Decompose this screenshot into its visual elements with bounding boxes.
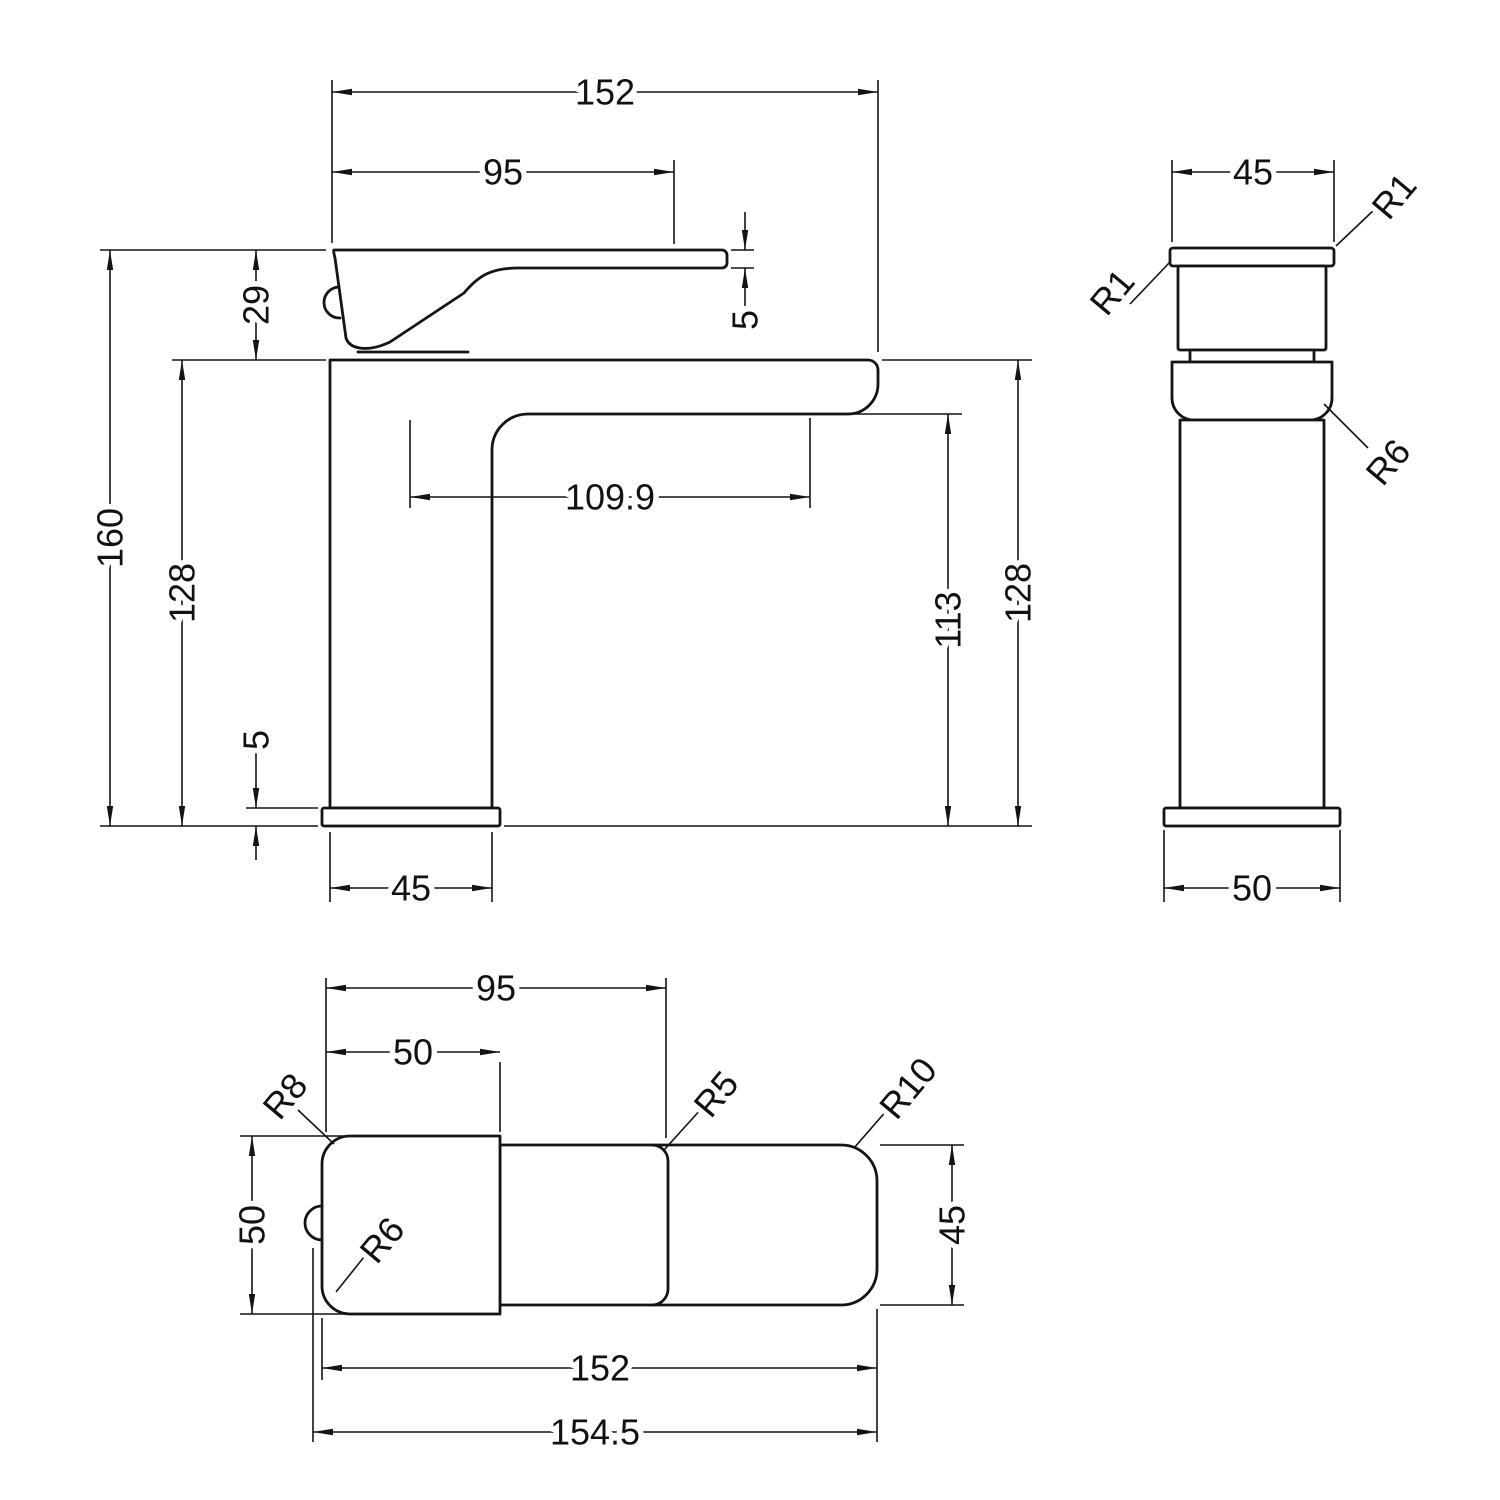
side-view [1162,246,1342,828]
dim-overall-width: 152 [575,72,635,113]
side-neck [1188,348,1316,364]
front-view [320,248,880,828]
dim-spout-depth: 45 [932,1205,973,1245]
dim-overall-height: 160 [90,508,131,568]
side-column [1178,418,1326,810]
dim-handle-width-plan: 50 [393,1032,433,1073]
front-body-outline [328,358,880,810]
front-base-plate [320,806,502,828]
plan-handle-end-line [650,1143,670,1307]
radius-label-r6: R6 [1358,431,1419,493]
radius-leader [1129,261,1171,305]
radius-label-r1-right: R1 [1364,165,1425,227]
dim-body-length: 152 [570,1348,630,1389]
radius-leader [853,1101,895,1149]
dim-base-plate-height: 5 [236,730,277,750]
dim-handle-length-plan: 95 [476,968,516,1009]
dim-overall-length: 154.5 [550,1412,640,1453]
radius-label-r1-left: R1 [1082,261,1143,323]
dim-base-width: 50 [1232,868,1272,909]
plan-view [303,1134,879,1316]
radius-leader [297,1109,335,1145]
side-base-plate [1162,806,1342,828]
radius-leader [663,1107,703,1151]
dim-body-height: 128 [998,563,1039,623]
side-handle-blade [1168,246,1336,268]
front-handle-lever [332,248,729,350]
front-dimension-labels: 152 95 29 5 160 128 5 45 109.9 113 128 [84,66,1044,914]
front-dimension-lines [100,80,1032,902]
dim-handle-width: 45 [1233,152,1273,193]
dim-spout-tip-thickness: 5 [725,310,766,330]
dim-handle-height: 29 [236,285,277,325]
dim-column-width: 45 [391,868,431,909]
front-handle-bump [322,285,342,320]
side-dimension-lines [1129,160,1377,902]
plan-dimension-lines [240,978,964,1442]
radius-leader [1335,207,1377,247]
plan-body-square [320,1134,502,1316]
dim-spout-clearance: 113 [928,591,969,648]
dim-deck-height: 128 [162,563,203,623]
dim-spout-reach: 109.9 [565,477,655,518]
dim-handle-length: 95 [483,152,523,193]
side-collar [1170,360,1334,422]
radius-leader [335,1251,369,1293]
plan-spout-outline [498,1143,879,1307]
side-handle-body [1176,264,1328,352]
plan-left-bump [303,1204,324,1242]
dim-body-depth: 50 [232,1205,273,1245]
radius-leader [1323,403,1369,449]
